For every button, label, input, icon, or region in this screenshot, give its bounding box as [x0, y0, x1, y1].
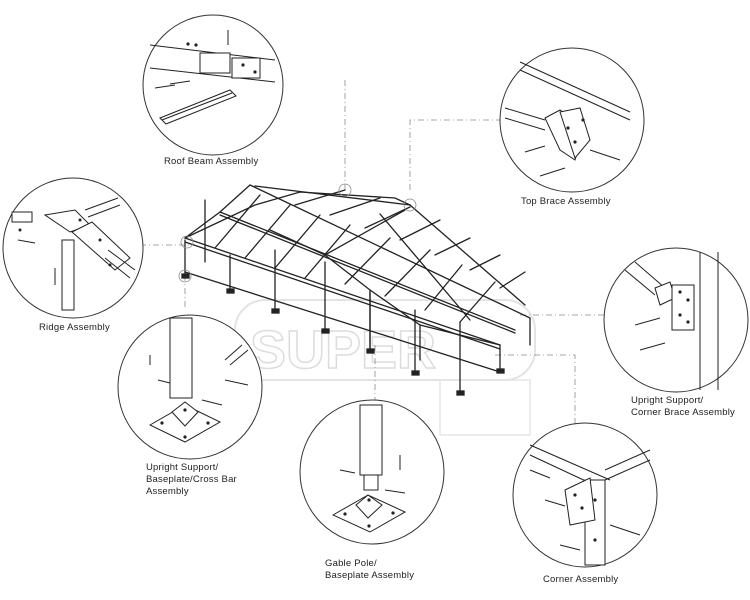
label-roof-beam-assembly: Roof Beam Assembly — [164, 156, 259, 167]
label-gable-pole-baseplate-assembly: Gable Pole/ Baseplate Assembly — [325, 558, 414, 582]
detail-roof-beam — [142, 14, 284, 156]
label-line: Assembly — [146, 486, 189, 497]
detail-corner — [512, 422, 658, 568]
label-line: Baseplate Assembly — [325, 570, 415, 581]
label-line: Upright Support/ — [146, 462, 219, 473]
label-line: Upright Support/ — [631, 395, 704, 406]
label-upright-baseplate-crossbar-assembly: Upright Support/ Baseplate/Cross Bar Ass… — [146, 462, 237, 498]
label-corner-assembly: Corner Assembly — [543, 574, 619, 585]
detail-ridge — [2, 177, 144, 319]
label-upright-corner-brace-assembly: Upright Support/ Corner Brace Assembly — [631, 395, 735, 419]
label-line: Baseplate/Cross Bar — [146, 474, 237, 485]
watermark: SUPER — [234, 299, 536, 436]
detail-upright-corner-brace — [603, 247, 749, 393]
label-line: Gable Pole/ — [325, 558, 377, 569]
label-ridge-assembly: Ridge Assembly — [39, 322, 110, 333]
tent-frame — [181, 184, 531, 396]
label-line: Corner Brace Assembly — [631, 407, 735, 418]
detail-gable-pole — [299, 399, 445, 545]
leader-lines — [140, 80, 605, 430]
detail-markers — [178, 183, 417, 283]
watermark-text: SUPER — [250, 320, 436, 380]
detail-upright-baseplate — [117, 314, 263, 460]
label-top-brace-assembly: Top Brace Assembly — [521, 196, 611, 207]
detail-top-brace — [499, 47, 645, 193]
